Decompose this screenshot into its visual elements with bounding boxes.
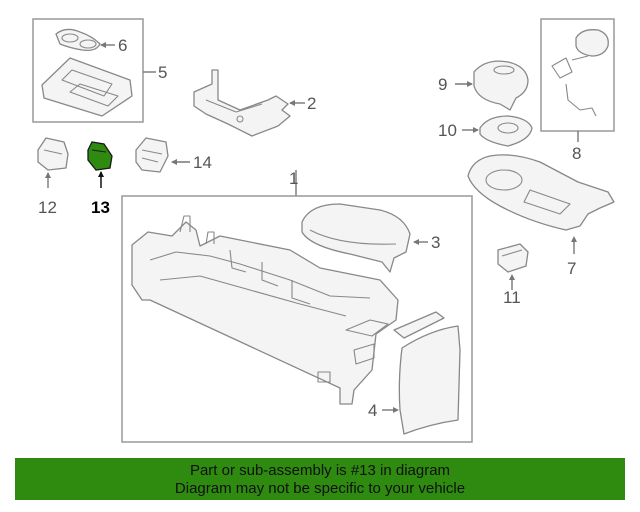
callout-5: 5 <box>158 63 167 82</box>
part-5-cupholder-assembly[interactable] <box>32 18 144 123</box>
callout-14: 14 <box>193 153 212 172</box>
part-10-shift-ring[interactable] <box>479 115 533 147</box>
callout-11: 11 <box>503 288 521 307</box>
part-2-bracket[interactable] <box>193 69 291 137</box>
part-3-armrest-lid[interactable] <box>301 203 411 273</box>
part-6-mat[interactable] <box>55 28 101 52</box>
banner-line-1: Part or sub-assembly is #13 in diagram <box>189 462 451 479</box>
callout-10: 10 <box>438 121 457 140</box>
callout-1: 1 <box>289 169 298 188</box>
part-1-console-body[interactable] <box>131 215 399 405</box>
callout-6: 6 <box>118 36 127 55</box>
part-11-connector[interactable] <box>497 243 529 273</box>
callout-13: 13 <box>91 198 110 217</box>
part-9-shift-boot[interactable] <box>473 60 529 111</box>
callout-9: 9 <box>438 75 447 94</box>
part-4-rear-panel[interactable] <box>393 311 461 435</box>
banner-line-2: Diagram may not be specific to your vehi… <box>174 480 466 497</box>
part-1-box <box>121 195 473 443</box>
part-7-finisher[interactable] <box>467 154 615 231</box>
callout-2: 2 <box>307 94 316 113</box>
part-12-switch[interactable] <box>37 137 69 171</box>
part-14-switch[interactable] <box>135 137 169 173</box>
info-banner: Part or sub-assembly is #13 in diagram D… <box>15 458 625 500</box>
part-8-shift-knob[interactable] <box>551 29 609 117</box>
callout-3: 3 <box>431 233 440 252</box>
callout-12: 12 <box>38 198 57 217</box>
callout-7: 7 <box>567 259 576 278</box>
callout-8: 8 <box>572 144 581 163</box>
part-13-highlighted[interactable] <box>87 141 113 171</box>
callout-4: 4 <box>368 401 377 420</box>
